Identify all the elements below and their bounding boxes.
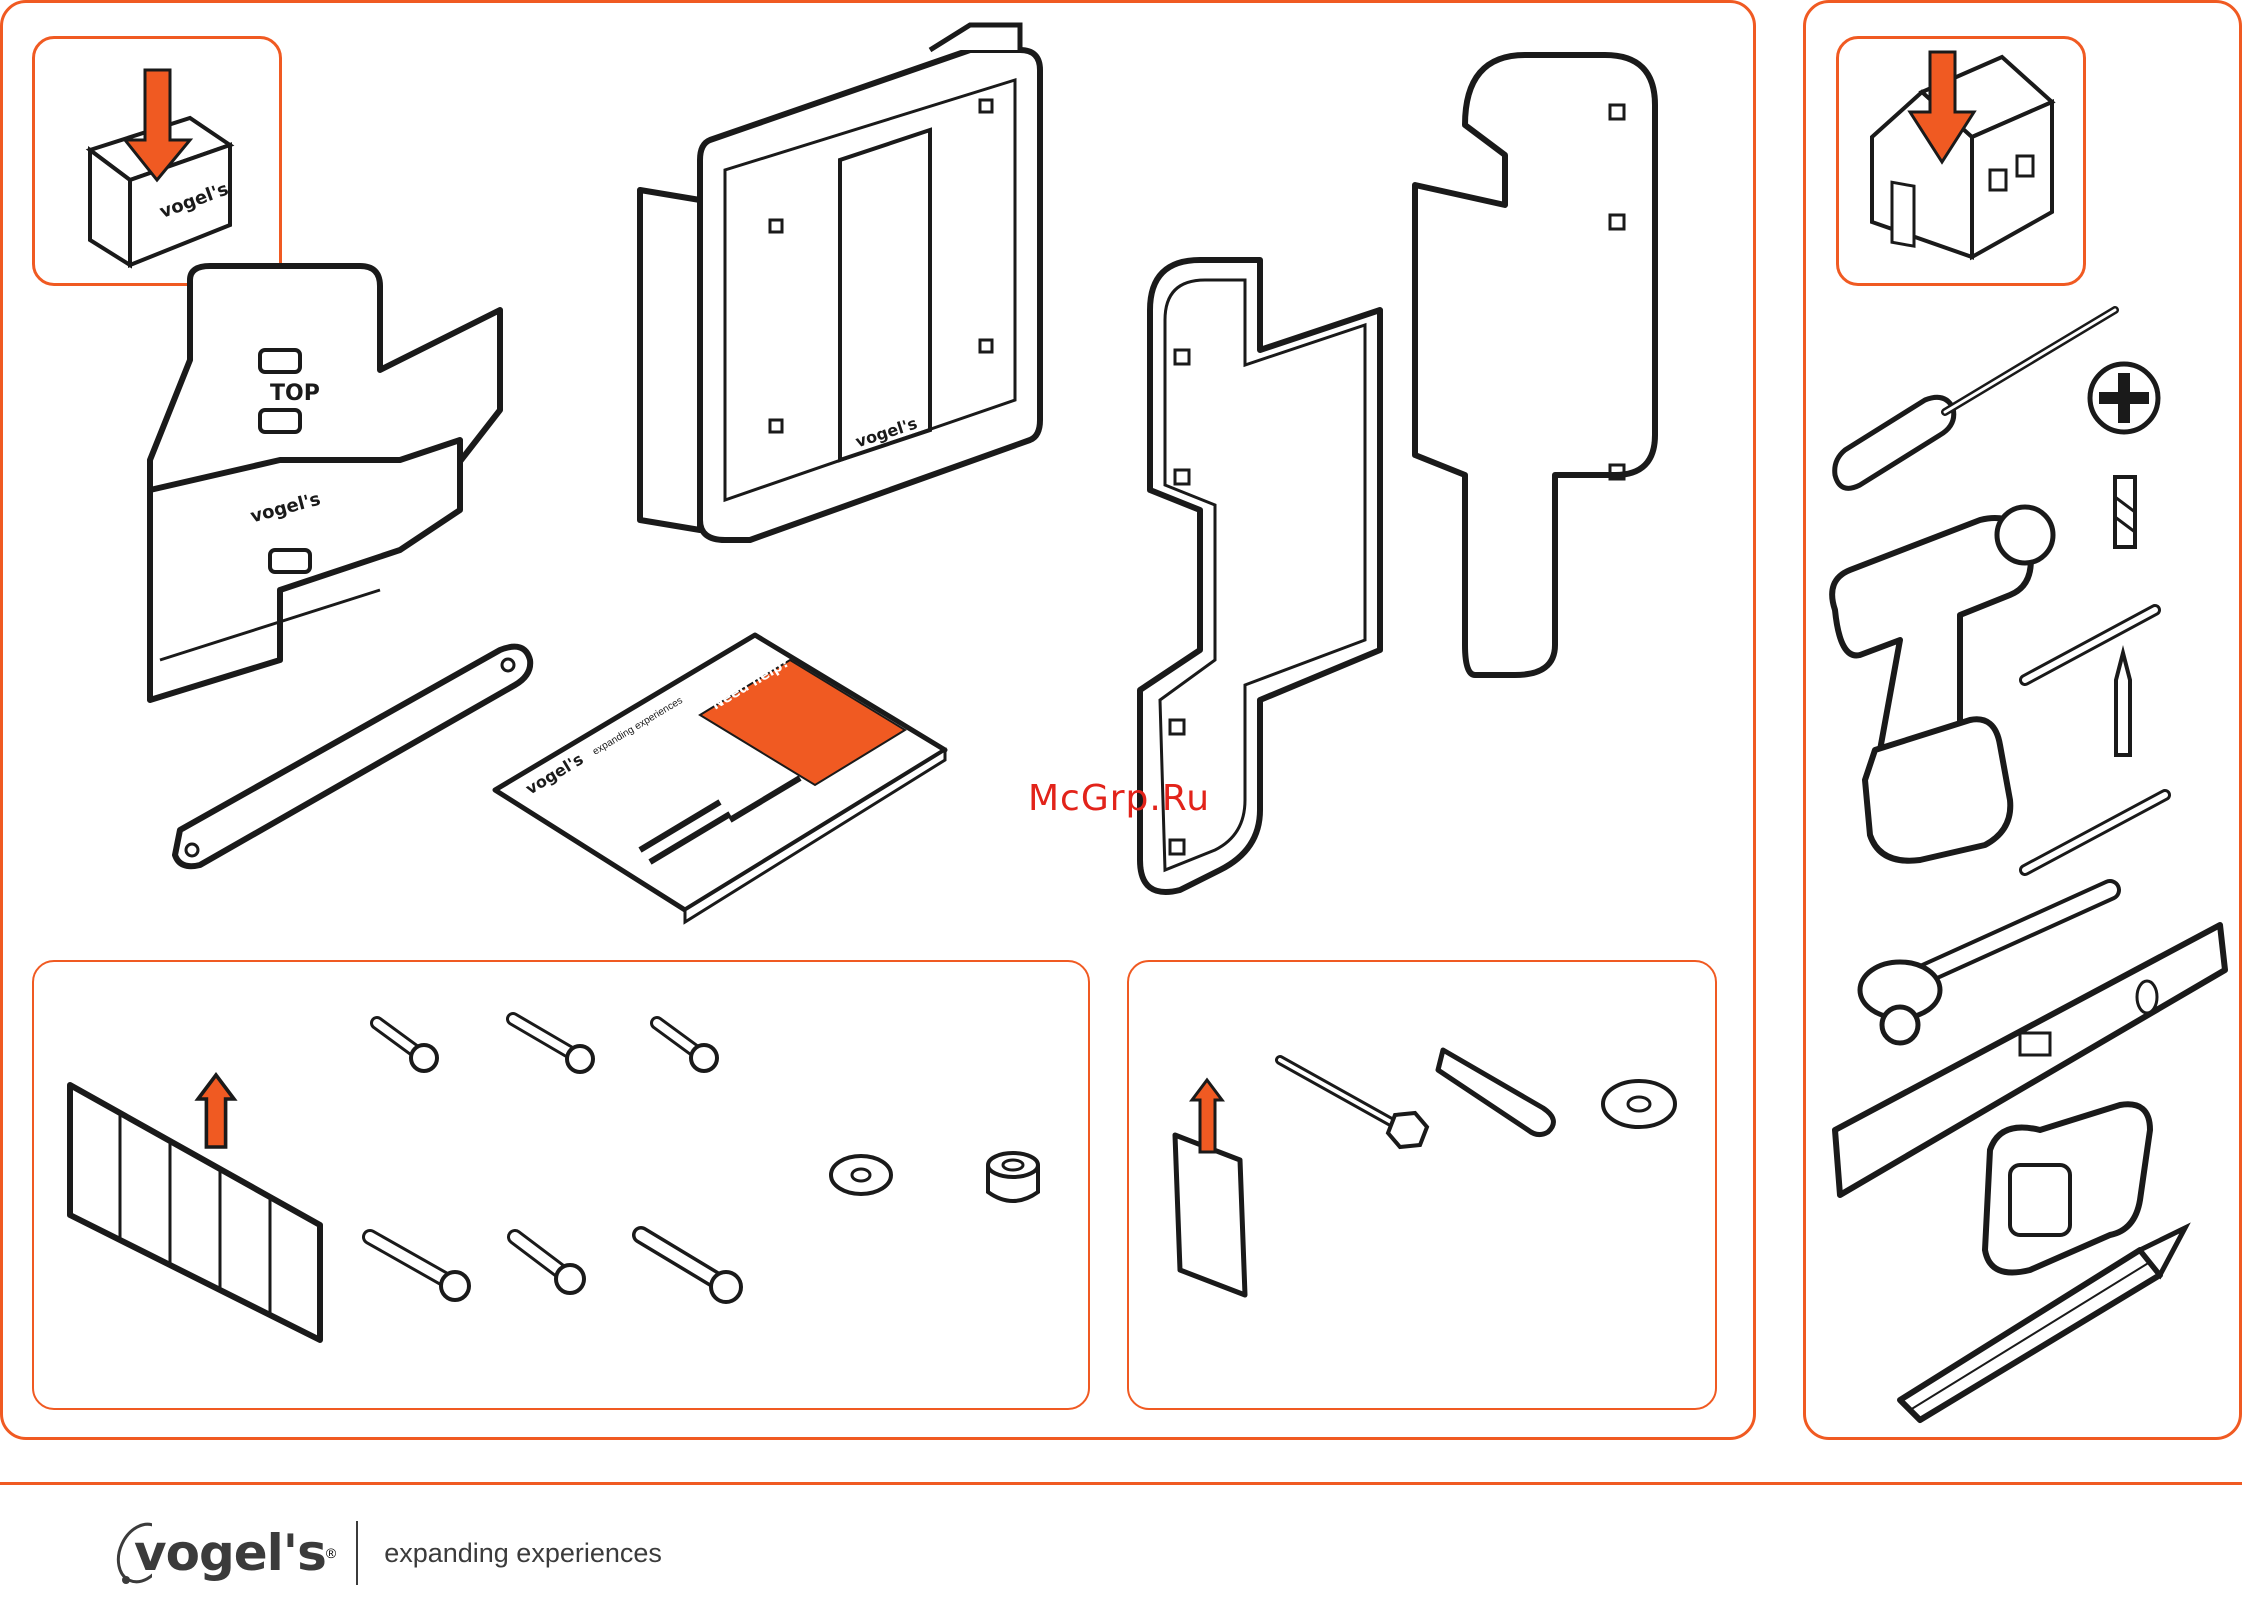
- spacer: [983, 1150, 1043, 1210]
- pencil-icon: [1890, 1220, 2190, 1420]
- drill-bit-thin-icon: [2015, 600, 2165, 690]
- screw-m5-medium: [508, 1014, 598, 1074]
- screw-m8-long: [636, 1230, 746, 1305]
- footer-brand-name: vogel's: [134, 1524, 326, 1582]
- top-label: TOP: [270, 381, 320, 406]
- drill-bit-long-icon: [2015, 785, 2175, 880]
- screw-m8-short: [510, 1232, 590, 1297]
- phillips-icon: [2084, 358, 2164, 438]
- wall-plate: vogel's: [630, 20, 1050, 550]
- safety-strap: [170, 640, 540, 870]
- masonry-bit-icon: [2105, 472, 2145, 552]
- unpack-box-icon: vogel's: [60, 40, 260, 270]
- screw-m4-short: [372, 1018, 442, 1073]
- screwdriver-tool: [1825, 300, 2125, 500]
- instruction-manual: Need help? vogel's expanding experiences: [490, 630, 950, 930]
- watermark-text: McGrp.Ru: [1028, 778, 1210, 819]
- footer-tagline: expanding experiences: [384, 1538, 662, 1569]
- tv-bracket-left: TOP vogel's: [130, 260, 530, 700]
- washer: [826, 1150, 896, 1200]
- wood-bit-icon: [2108, 650, 2138, 760]
- registered-mark: ®: [326, 1545, 336, 1561]
- footer-divider: [356, 1521, 358, 1585]
- house-icon: [1862, 52, 2062, 262]
- screw-m6-long: [365, 1232, 475, 1302]
- wall-washer: [1598, 1075, 1680, 1133]
- screw-strip-pack: [60, 1075, 330, 1345]
- footer-brand: vogel's ® expanding experiences: [112, 1518, 662, 1588]
- wall-screw: [1275, 1055, 1435, 1155]
- footer-rule: [0, 1482, 2242, 1485]
- wall-fixing-pack: [1170, 1080, 1250, 1300]
- screw-m6-short: [652, 1018, 722, 1073]
- wall-plug: [1433, 1040, 1568, 1140]
- tv-arm-bracket-back: [1405, 35, 1665, 685]
